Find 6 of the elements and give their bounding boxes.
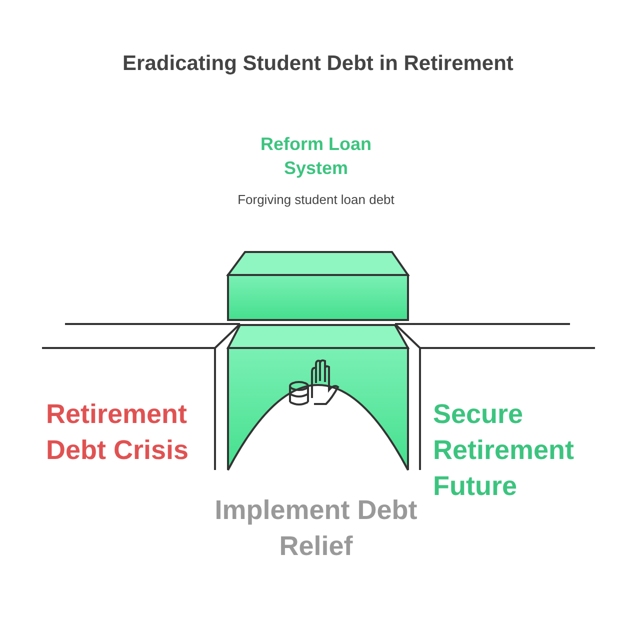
problem-label: Retirement Debt Crisis [46,398,190,467]
description: Forgiving student loan debt [236,191,396,209]
action-label: Implement Debt Relief [214,494,418,563]
diagram-title: Eradicating Student Debt in Retirement [122,52,514,76]
heading: Reform Loan System [259,133,372,180]
goal-label: Secure Retirement Future [433,398,576,503]
